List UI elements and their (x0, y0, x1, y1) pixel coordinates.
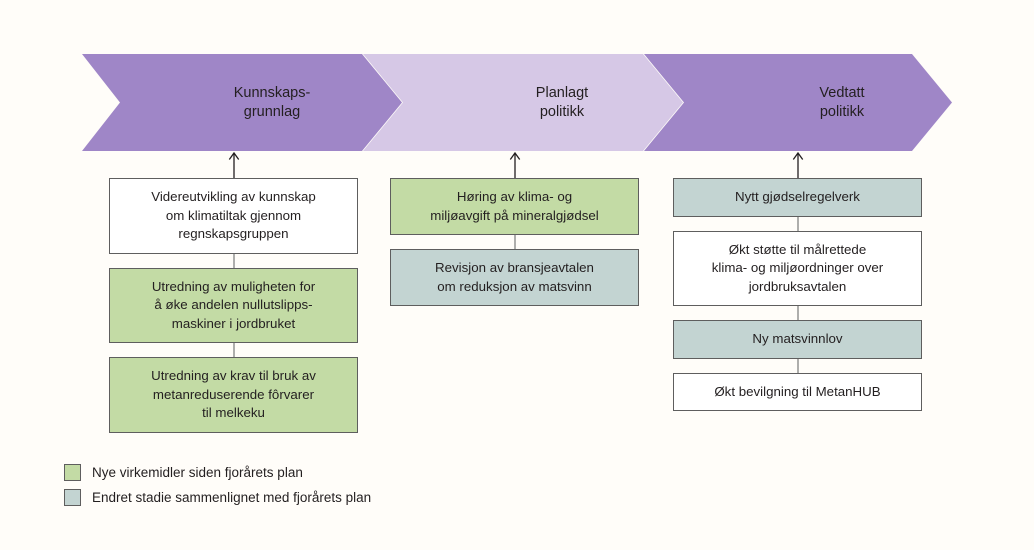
node-nullutslippsmaskiner[interactable]: Utredning av muligheten for å øke andele… (109, 267, 358, 343)
legend-item-nye-virkemidler: Nye virkemidler siden fjorårets plan (64, 460, 371, 485)
column-kunnskapsgrunnlag: Videreutvikling av kunnskap om klimatilt… (109, 151, 358, 433)
node-videreutvikling-kunnskap[interactable]: Videreutvikling av kunnskap om klimatilt… (109, 178, 358, 254)
node-ny-matsvinnlov[interactable]: Ny matsvinnlov (673, 320, 922, 359)
stage-chevron-kunnskapsgrunnlag (82, 54, 402, 151)
up-arrow-icon-column-1 (227, 151, 240, 178)
connector-line (673, 306, 922, 320)
node-nytt-gjodselregelverk[interactable]: Nytt gjødselregelverk (673, 178, 922, 217)
connector-line (109, 343, 358, 357)
connector-line (673, 217, 922, 231)
column-vedtatt-politikk: Nytt gjødselregelverk Økt støtte til mål… (673, 151, 922, 411)
node-metanreduserende-forvarer[interactable]: Utredning av krav til bruk av metanredus… (109, 357, 358, 433)
legend-swatch-green (64, 464, 81, 481)
connector-line (390, 235, 639, 249)
legend: Nye virkemidler siden fjorårets plan End… (64, 460, 371, 510)
stage-chevron-vedtatt-politikk (644, 54, 952, 151)
column-planlagt-politikk: Høring av klima- og miljøavgift på miner… (390, 151, 639, 306)
stage-chevron-planlagt-politikk (363, 54, 683, 151)
node-okt-stotte-jordbruksavtalen[interactable]: Økt støtte til målrettede klima- og milj… (673, 230, 922, 306)
node-okt-bevilgning-metanhub[interactable]: Økt bevilgning til MetanHUB (673, 372, 922, 411)
stage-banner: Kunnskaps- grunnlag Planlagt politikk Ve… (82, 54, 952, 151)
legend-label-endret-stadie: Endret stadie sammenlignet med fjorårets… (92, 490, 372, 505)
legend-item-endret-stadie: Endret stadie sammenlignet med fjorårets… (64, 485, 371, 510)
legend-swatch-blue (64, 489, 81, 506)
node-horing-mineralgjodsel[interactable]: Høring av klima- og miljøavgift på miner… (390, 178, 639, 235)
node-revisjon-bransjeavtalen[interactable]: Revisjon av bransjeavtalen om reduksjon … (390, 249, 639, 306)
up-arrow-icon-column-2 (508, 151, 521, 178)
connector-line (109, 254, 358, 268)
connector-line (673, 359, 922, 373)
up-arrow-icon-column-3 (791, 151, 804, 178)
legend-label-nye-virkemidler: Nye virkemidler siden fjorårets plan (92, 465, 303, 480)
